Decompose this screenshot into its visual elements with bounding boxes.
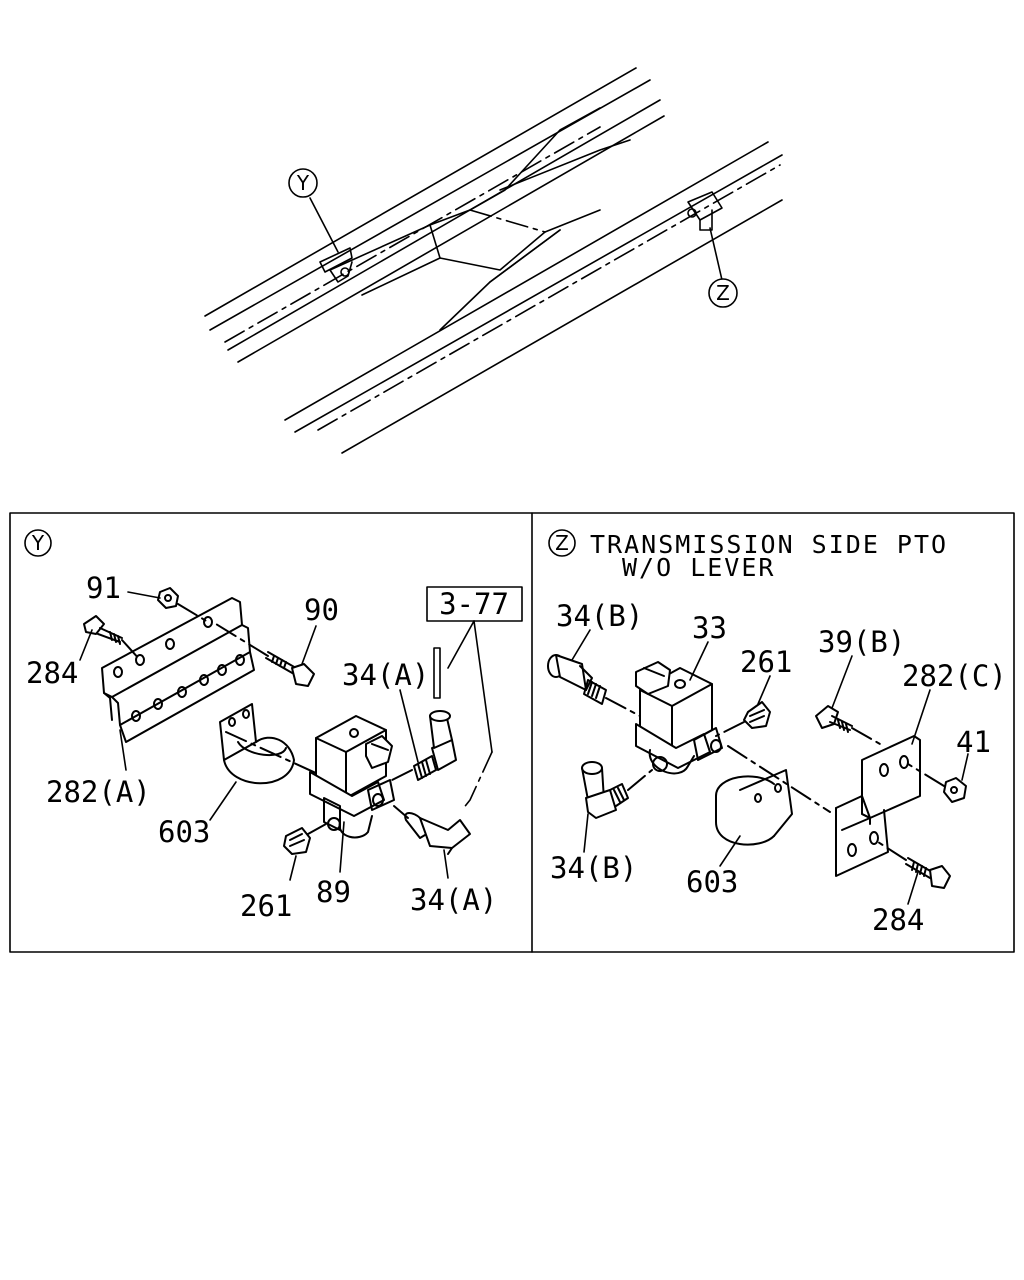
bolt-284-z bbox=[877, 841, 951, 889]
callout-z[interactable]: Z bbox=[708, 278, 738, 308]
label-261[interactable]: 261 bbox=[240, 889, 292, 923]
label-89[interactable]: 89 bbox=[316, 875, 351, 909]
label-603[interactable]: 603 bbox=[158, 815, 210, 849]
svg-text:Y: Y bbox=[31, 531, 45, 555]
bolt-90 bbox=[215, 623, 315, 687]
label-34a-top[interactable]: 34(A) bbox=[342, 658, 429, 692]
leaders-y bbox=[79, 591, 449, 881]
ref-box-3-77[interactable]: 3-77 bbox=[426, 586, 523, 622]
clamp-603-z bbox=[715, 745, 831, 846]
cross-member bbox=[329, 107, 631, 331]
elbow-34a-bottom bbox=[393, 805, 471, 855]
elbow-34a-top bbox=[391, 710, 457, 781]
panel-z-marker: Z bbox=[548, 529, 576, 557]
ref-box-leaders bbox=[433, 620, 493, 811]
panel-y-marker: Y bbox=[24, 529, 52, 557]
bracket-282c bbox=[835, 735, 921, 877]
fitting-34b-top bbox=[547, 654, 641, 717]
bracket-282a bbox=[101, 597, 255, 743]
frame-overview: Y Z bbox=[204, 67, 783, 454]
svg-text:Y: Y bbox=[296, 171, 310, 195]
clamp-603-y bbox=[219, 703, 319, 785]
bolt-284-y bbox=[83, 615, 141, 661]
label-284-z[interactable]: 284 bbox=[872, 903, 924, 937]
label-91[interactable]: 91 bbox=[86, 571, 121, 605]
frame-rails bbox=[204, 67, 783, 454]
label-41[interactable]: 41 bbox=[956, 725, 991, 759]
label-282c[interactable]: 282(C) bbox=[902, 659, 1007, 693]
nut-91 bbox=[157, 587, 209, 623]
label-34b-top[interactable]: 34(B) bbox=[556, 599, 643, 633]
valve-z-location bbox=[687, 191, 723, 281]
plug-261-y bbox=[283, 823, 327, 855]
nut-41 bbox=[907, 763, 967, 803]
label-282a[interactable]: 282(A) bbox=[46, 775, 151, 809]
leaders-z bbox=[571, 629, 969, 905]
svg-text:3-77: 3-77 bbox=[439, 587, 509, 621]
plug-261-z bbox=[715, 701, 771, 737]
panel-z: Z TRANSMISSION SIDE PTO W/O LEVER bbox=[547, 529, 1007, 937]
solenoid-valve-y bbox=[309, 715, 395, 839]
label-603-z[interactable]: 603 bbox=[686, 865, 738, 899]
label-33[interactable]: 33 bbox=[692, 611, 727, 645]
panel-z-title: TRANSMISSION SIDE PTO bbox=[590, 530, 948, 559]
bolt-39b bbox=[815, 705, 881, 745]
callout-y[interactable]: Y bbox=[288, 168, 318, 198]
solenoid-valve-33 bbox=[635, 661, 723, 775]
panel-y: Y 3-77 bbox=[24, 529, 523, 923]
elbow-34b-bottom bbox=[581, 761, 653, 819]
svg-text:Z: Z bbox=[716, 281, 730, 305]
frame-centerlines bbox=[224, 126, 781, 431]
label-34b-bottom[interactable]: 34(B) bbox=[550, 851, 637, 885]
detail-panel-border bbox=[9, 512, 1015, 953]
label-90[interactable]: 90 bbox=[304, 593, 339, 627]
label-34a-bottom[interactable]: 34(A) bbox=[410, 883, 497, 917]
label-39b[interactable]: 39(B) bbox=[818, 625, 905, 659]
panel-z-subtitle: W/O LEVER bbox=[622, 553, 775, 582]
label-261-z[interactable]: 261 bbox=[740, 645, 792, 679]
svg-text:Z: Z bbox=[555, 531, 569, 555]
label-284[interactable]: 284 bbox=[26, 656, 78, 690]
valve-y-location bbox=[309, 197, 353, 283]
